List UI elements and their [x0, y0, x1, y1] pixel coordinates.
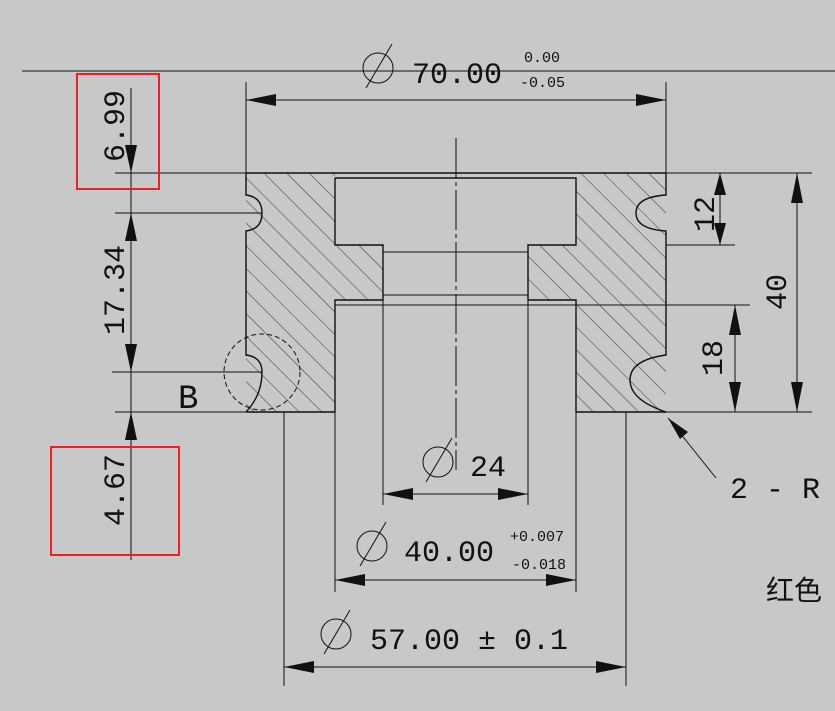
d70-value: 70.00 [412, 59, 502, 93]
detail-circle [223, 333, 301, 411]
radius-note: 2 - R [730, 474, 820, 508]
dim-diameter-24: 24 [382, 300, 529, 505]
h18-value: 18 [698, 340, 732, 376]
detail-label: B [178, 381, 198, 419]
dim-diameter-70: 70.00 0.00 -0.05 [245, 43, 667, 173]
highlight-box-bottom [50, 446, 180, 556]
radius-leader: 2 - R 红色 [667, 417, 822, 607]
d40-value: 40.00 [404, 537, 494, 571]
d70-lower: -0.05 [520, 75, 565, 92]
d70-upper: 0.00 [524, 50, 560, 67]
d24-value: 24 [470, 452, 506, 486]
highlight-box-top [76, 73, 160, 190]
section-hatch [246, 173, 666, 412]
h467-value: 4.67 [100, 454, 134, 526]
dim-left-stack: 6.99 17.34 4.67 [100, 88, 262, 560]
cjk-note: 红色 [766, 574, 822, 607]
dim-diameter-40: 40.00 +0.007 -0.018 [334, 412, 577, 592]
part-outline [245, 172, 667, 413]
d57-value: 57.00 ± 0.1 [370, 625, 568, 659]
d40-lower: -0.018 [512, 557, 566, 574]
h12-value: 12 [690, 196, 724, 232]
h40-value: 40 [762, 274, 796, 310]
dim-right-stack: 12 18 40 [576, 172, 812, 413]
h699-value: 6.99 [100, 90, 134, 162]
dim-diameter-57: 57.00 ± 0.1 [283, 412, 627, 686]
h1734-value: 17.34 [100, 245, 134, 335]
d40-upper: +0.007 [510, 529, 564, 546]
